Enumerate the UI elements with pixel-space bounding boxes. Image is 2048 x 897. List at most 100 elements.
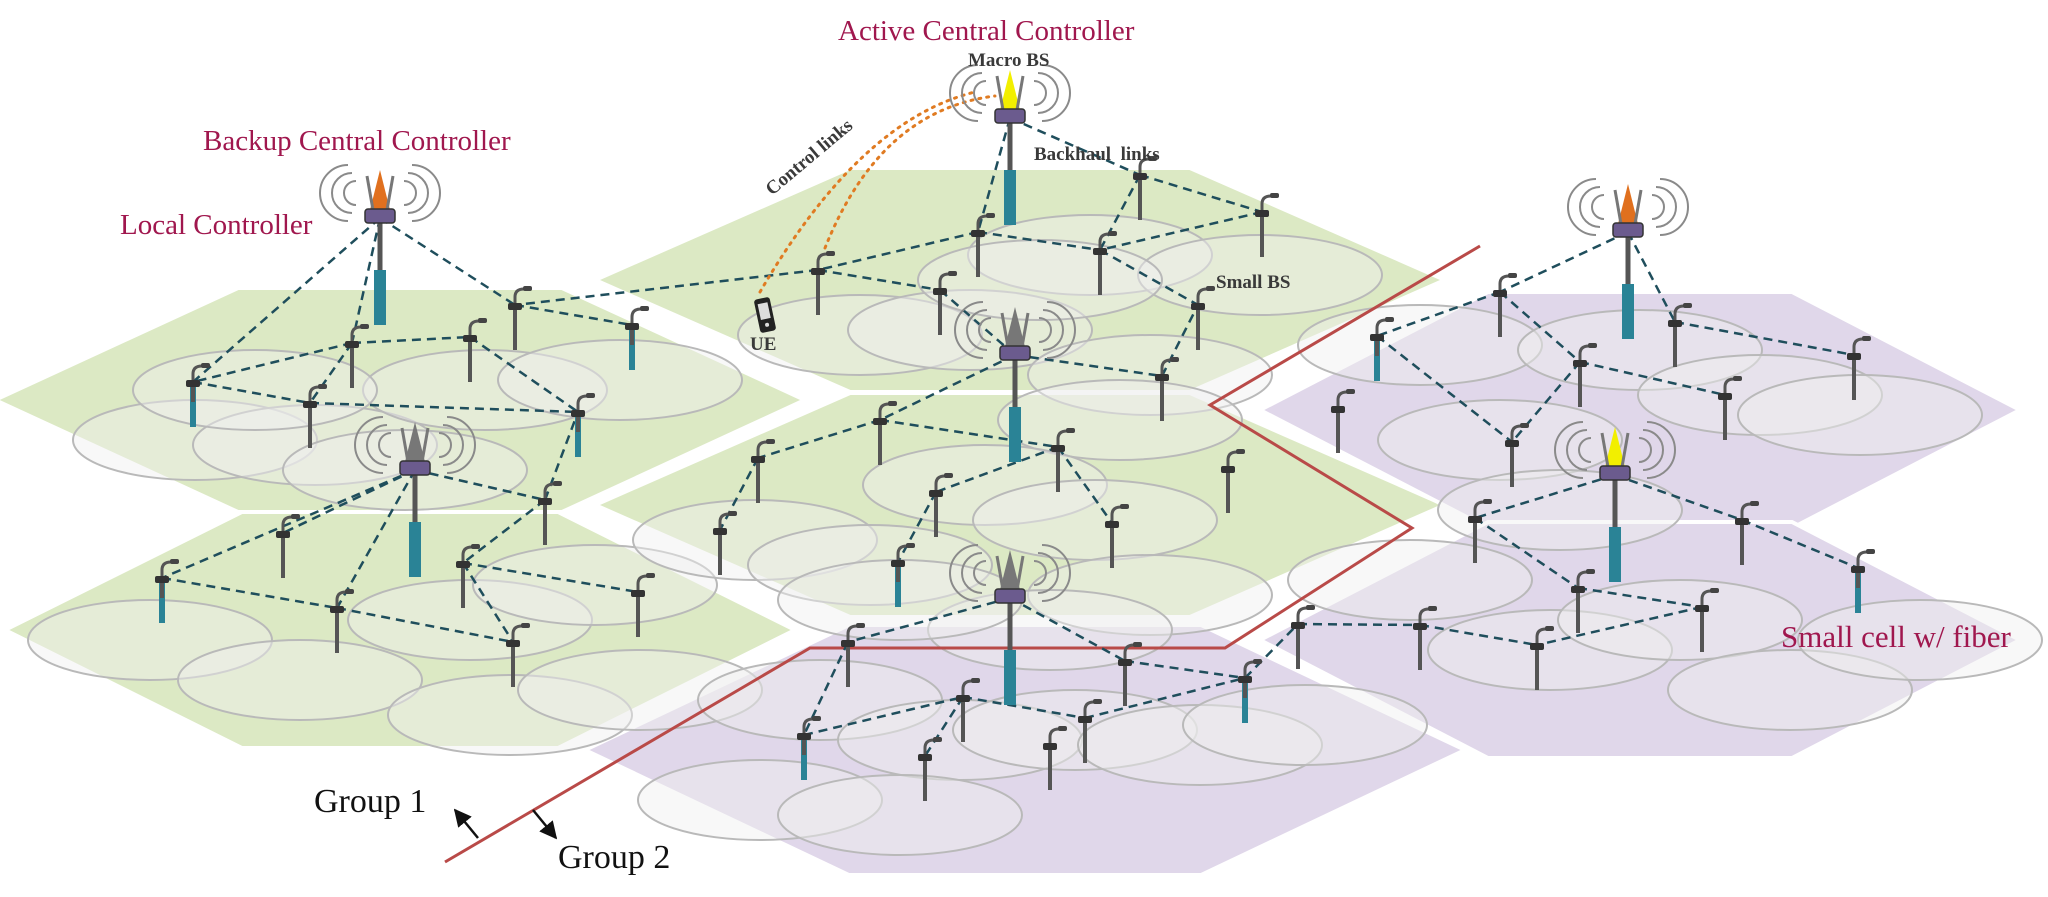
small-bs-icon <box>713 511 737 575</box>
backhaul-link <box>1674 320 1855 357</box>
backhaul-link <box>1084 676 1246 720</box>
backhaul-link <box>1499 230 1629 294</box>
coverage-ellipse <box>917 239 1163 321</box>
hexagon-cell <box>1255 520 2025 760</box>
backhaul-link <box>1626 231 1677 323</box>
coverage-ellipse <box>1557 579 1803 661</box>
small-bs-icon <box>873 401 897 465</box>
backhaul-link <box>282 468 416 535</box>
backhaul-link <box>1376 290 1501 338</box>
backhaul-link <box>1297 622 1421 627</box>
small-bs-icon <box>538 481 562 545</box>
small-bs-icon <box>1573 343 1597 407</box>
small-bs-icon <box>155 559 179 623</box>
small-bs-icon <box>1370 317 1394 381</box>
coverage-ellipse <box>632 499 878 581</box>
group2-label: Group 2 <box>558 839 670 876</box>
backhaul-link <box>1009 596 1126 663</box>
small-bs-icon <box>303 384 327 448</box>
backhaul-link <box>351 335 471 345</box>
small-cell-fiber-label: Small cell w/ fiber <box>1781 619 2012 654</box>
small-bs-icon <box>797 716 821 780</box>
macro-bs-icon <box>954 301 1076 462</box>
backhaul-link <box>817 230 979 272</box>
backhaul-link <box>1009 116 1141 177</box>
backhaul-link <box>923 696 965 757</box>
coverage-ellipse <box>1637 354 1883 436</box>
backhaul-link <box>350 217 382 344</box>
coverage-ellipse <box>967 214 1213 296</box>
backhaul-link <box>879 353 1016 422</box>
small-bs-icon <box>811 251 835 315</box>
small-bs-icon <box>1255 193 1279 257</box>
small-bs-icon <box>1105 504 1129 568</box>
backhaul-link <box>1474 516 1579 590</box>
small-bs-icon <box>506 623 530 687</box>
backhaul-link <box>379 216 516 307</box>
small-bs-icon <box>1718 376 1742 440</box>
ue-phone-icon <box>754 297 776 333</box>
control-link <box>823 94 997 250</box>
macro-bs-icon <box>949 64 1071 225</box>
backhaul-link <box>1124 659 1246 680</box>
backhaul-link <box>879 418 1059 449</box>
small-bs-icon <box>1571 569 1595 633</box>
small-bs-icon <box>1851 549 1875 613</box>
group-boundary-line <box>444 244 1481 864</box>
coverage-ellipse <box>637 759 883 841</box>
small-bs-icon <box>631 573 655 637</box>
backhaul-link <box>461 562 515 643</box>
small-bs-icon <box>971 213 995 277</box>
backhaul-link <box>976 117 1012 233</box>
backhaul-link <box>977 230 1101 252</box>
control-link <box>758 90 977 294</box>
coverage-ellipse <box>1737 374 1983 456</box>
backhaul-link <box>1139 173 1263 214</box>
backhaul-link <box>1614 473 1743 522</box>
small-base-stations <box>155 156 1875 801</box>
small-bs-icon <box>1155 357 1179 421</box>
small-bs-icon <box>918 737 942 801</box>
group2-arrow <box>532 809 558 840</box>
coverage-ellipse <box>132 349 378 431</box>
coverage-ellipse <box>1797 599 2043 681</box>
coverage-ellipse <box>1287 539 1533 621</box>
small-bs-icon <box>625 306 649 370</box>
backhaul-link <box>962 695 1086 720</box>
macro-bs-icon <box>949 544 1071 705</box>
coverage-ellipse <box>1027 554 1273 636</box>
backhaul-link <box>192 217 381 383</box>
small-bs-icon <box>571 393 595 457</box>
backhaul-link <box>514 303 633 327</box>
small-bs-icon <box>276 514 300 578</box>
macro-bs-icon <box>1554 421 1676 582</box>
small-bs-icon <box>891 543 915 607</box>
backhaul-link <box>161 468 416 580</box>
small-bs-icon <box>1043 726 1067 790</box>
backhaul-link <box>514 268 819 307</box>
small-bs-icon <box>1051 428 1075 492</box>
macro-base-stations <box>319 64 1689 705</box>
coverage-ellipse <box>747 524 993 606</box>
small-bs-icon <box>1078 699 1102 763</box>
backhaul-link <box>718 457 760 531</box>
backhaul-link <box>1014 353 1163 378</box>
small-bs-icon <box>1133 156 1157 220</box>
backhaul-link <box>1579 360 1726 397</box>
backhaul-links <box>161 116 1859 757</box>
backhaul-link <box>1099 210 1263 252</box>
coverage-ellipse <box>387 674 633 756</box>
small-bs-icon <box>463 318 487 382</box>
small-bs-icon <box>933 271 957 335</box>
coverage-ellipse <box>862 444 1108 526</box>
backhaul-link <box>847 596 1011 644</box>
backhaul-link <box>1160 304 1200 377</box>
backhaul-link <box>896 491 938 563</box>
backhaul-link <box>817 268 941 292</box>
macro-bs-label: Macro BS <box>968 50 1049 71</box>
coverage-ellipse <box>777 774 1023 856</box>
small-bs-icon <box>1118 642 1142 706</box>
backhaul-link <box>308 342 354 404</box>
backhaul-link <box>803 695 964 737</box>
macro-bs-icon <box>319 164 441 325</box>
